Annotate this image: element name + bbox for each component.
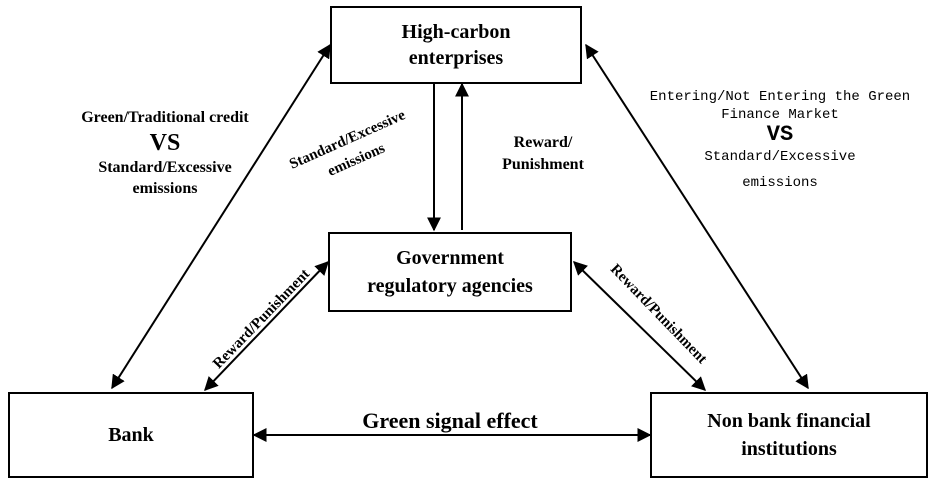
node-non-bank-line1: Non bank financial <box>707 410 871 432</box>
node-non-bank-line2: institutions <box>741 438 837 460</box>
label-nonbank-enterprise-line3: Standard/Excessive <box>704 149 856 165</box>
node-bank: Bank <box>8 392 254 478</box>
node-high-carbon-line1: High-carbon <box>401 21 511 43</box>
node-government-regulatory-agencies: Government regulatory agencies <box>328 232 572 312</box>
label-bank-enterprise: Green/Traditional credit VS Standard/Exc… <box>40 107 290 199</box>
node-non-bank-financial-institutions: Non bank financial institutions <box>650 392 928 478</box>
label-bank-enterprise-line1: Green/Traditional credit <box>81 109 249 126</box>
label-nonbank-enterprise-vs: VS <box>766 122 794 147</box>
label-bank-nonbank: Green signal effect <box>362 408 538 433</box>
arrow-nonbank-enterprise <box>585 43 809 390</box>
node-high-carbon-enterprises: High-carbon enterprises <box>330 6 582 84</box>
label-bank-enterprise-line3: emissions <box>132 180 198 197</box>
node-government-line2: regulatory agencies <box>367 275 533 297</box>
node-government-line1: Government <box>396 247 504 269</box>
label-government-to-enterprise: Reward/ Punishment <box>478 132 608 176</box>
label-bank-enterprise-vs: VS <box>149 130 181 156</box>
node-high-carbon-line2: enterprises <box>408 47 504 69</box>
label-nonbank-enterprise-line1: Entering/Not Entering the Green <box>649 89 911 105</box>
arrow-government-nonbank <box>572 261 707 391</box>
label-nonbank-enterprise-line4: emissions <box>742 175 818 191</box>
arrow-government-bank <box>204 260 329 392</box>
node-bank-label: Bank <box>108 423 154 446</box>
label-nonbank-enterprise-line2: Finance Market <box>721 107 839 123</box>
arrow-bank-enterprise <box>111 43 331 390</box>
label-bank-enterprise-line2: Standard/Excessive <box>98 159 232 176</box>
label-nonbank-enterprise: Entering/Not Entering the Green Finance … <box>630 88 930 198</box>
label-government-to-enterprise-line1: Reward/ <box>513 134 573 151</box>
label-government-to-enterprise-line2: Punishment <box>502 156 584 173</box>
